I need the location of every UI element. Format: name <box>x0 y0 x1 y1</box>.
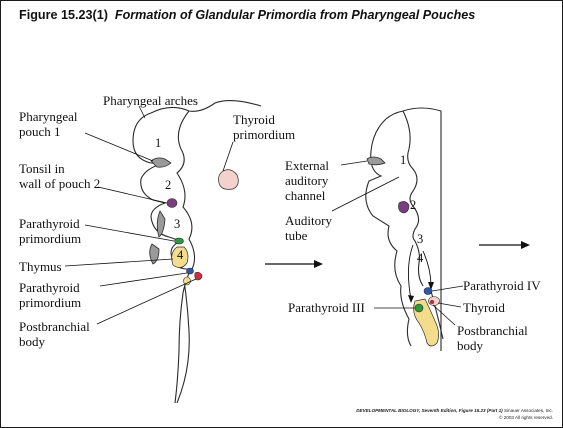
label-auditory-tube: Auditory tube <box>285 213 332 243</box>
label-pharyngeal-pouch-1-line2: pouch 1 <box>19 124 77 139</box>
label-auditory-tube-line2: tube <box>285 228 332 243</box>
left-mesenchyme <box>177 119 263 403</box>
label-external-auditory-line2: auditory <box>285 173 329 188</box>
left-pouch-number-3: 3 <box>174 218 180 231</box>
left-pouch-number-2: 2 <box>165 179 171 192</box>
label-external-auditory-line3: channel <box>285 188 329 203</box>
right-postbranchial <box>430 300 434 304</box>
label-external-auditory-channel: External auditory channel <box>285 158 329 203</box>
left-pouch-number-1: 1 <box>155 137 161 150</box>
right-embryo <box>366 108 443 351</box>
label-external-auditory-line1: External <box>285 158 329 173</box>
label-parathyroid-primordium-b: Parathyroid primordium <box>19 280 81 310</box>
right-pouch-number-2: 2 <box>410 199 416 212</box>
label-parathyroid-iv: Parathyroid IV <box>463 278 541 293</box>
label-parathyroid-primordium-b-line1: Parathyroid <box>19 280 81 295</box>
label-tonsil-line1: Tonsil in <box>19 161 100 176</box>
right-pouch-number-4: 4 <box>417 252 423 265</box>
label-parathyroid-primordium-a: Parathyroid primordium <box>19 216 81 246</box>
label-thyroid-primordium-line1: Thyroid <box>233 112 295 127</box>
label-thyroid: Thyroid <box>463 300 505 315</box>
label-thymus: Thymus <box>19 259 62 274</box>
credit-publisher: Sinauer Associates, Inc. <box>504 408 553 413</box>
label-parathyroid-primordium-a-line1: Parathyroid <box>19 216 81 231</box>
label-parathyroid-primordium-a-line2: primordium <box>19 231 81 246</box>
label-parathyroid-iii: Parathyroid III <box>288 300 365 315</box>
right-parathyroid-iv <box>424 288 432 295</box>
right-pouch-number-3: 3 <box>417 233 423 246</box>
right-parathyroid-iii <box>415 304 423 312</box>
left-parathyroid-blue <box>187 268 194 274</box>
label-tonsil: Tonsil in wall of pouch 2 <box>19 161 100 191</box>
right-pouch-number-1: 1 <box>400 154 406 167</box>
left-tonsil <box>167 199 177 208</box>
label-parathyroid-primordium-b-line2: primordium <box>19 295 81 310</box>
label-auditory-tube-line1: Auditory <box>285 213 332 228</box>
credit-copyright: © 2003 All rights reserved. <box>356 415 553 422</box>
right-ext-auditory <box>367 157 385 165</box>
label-postbranchial-left: Postbranchial body <box>19 319 90 349</box>
label-pharyngeal-pouch-1-line1: Pharyngeal <box>19 109 77 124</box>
left-pouch-1-cavity <box>151 158 171 167</box>
label-postbranchial-right-line2: body <box>457 338 528 353</box>
label-thyroid-primordium-line2: primordium <box>233 127 295 142</box>
left-thyroid-primordium <box>219 170 239 190</box>
label-pharyngeal-arches: Pharyngeal arches <box>103 93 198 108</box>
left-pouch-number-4: 4 <box>177 249 183 262</box>
left-cleft-4 <box>150 244 159 264</box>
credit-line: DEVELOPMENTAL BIOLOGY, Seventh Edition, … <box>356 408 553 421</box>
center-arrow <box>265 260 323 268</box>
label-tonsil-line2: wall of pouch 2 <box>19 176 100 191</box>
label-postbranchial-left-line2: body <box>19 334 90 349</box>
credit-figure-ref: Figure 15.23 (Part 1) <box>459 408 503 413</box>
label-pharyngeal-pouch-1: Pharyngeal pouch 1 <box>19 109 77 139</box>
left-embryo <box>133 101 263 403</box>
credit-book: DEVELOPMENTAL BIOLOGY, Seventh Edition, <box>356 408 457 413</box>
label-postbranchial-left-line1: Postbranchial <box>19 319 90 334</box>
right-arrow <box>479 241 530 249</box>
label-postbranchial-right: Postbranchial body <box>457 323 528 353</box>
right-migration-arrow-a <box>408 245 413 299</box>
left-parathyroid-green <box>175 238 184 244</box>
label-thyroid-primordium: Thyroid primordium <box>233 112 295 142</box>
right-tonsil <box>399 201 410 213</box>
label-postbranchial-right-line1: Postbranchial <box>457 323 528 338</box>
right-migration-arrow-b <box>423 251 431 286</box>
